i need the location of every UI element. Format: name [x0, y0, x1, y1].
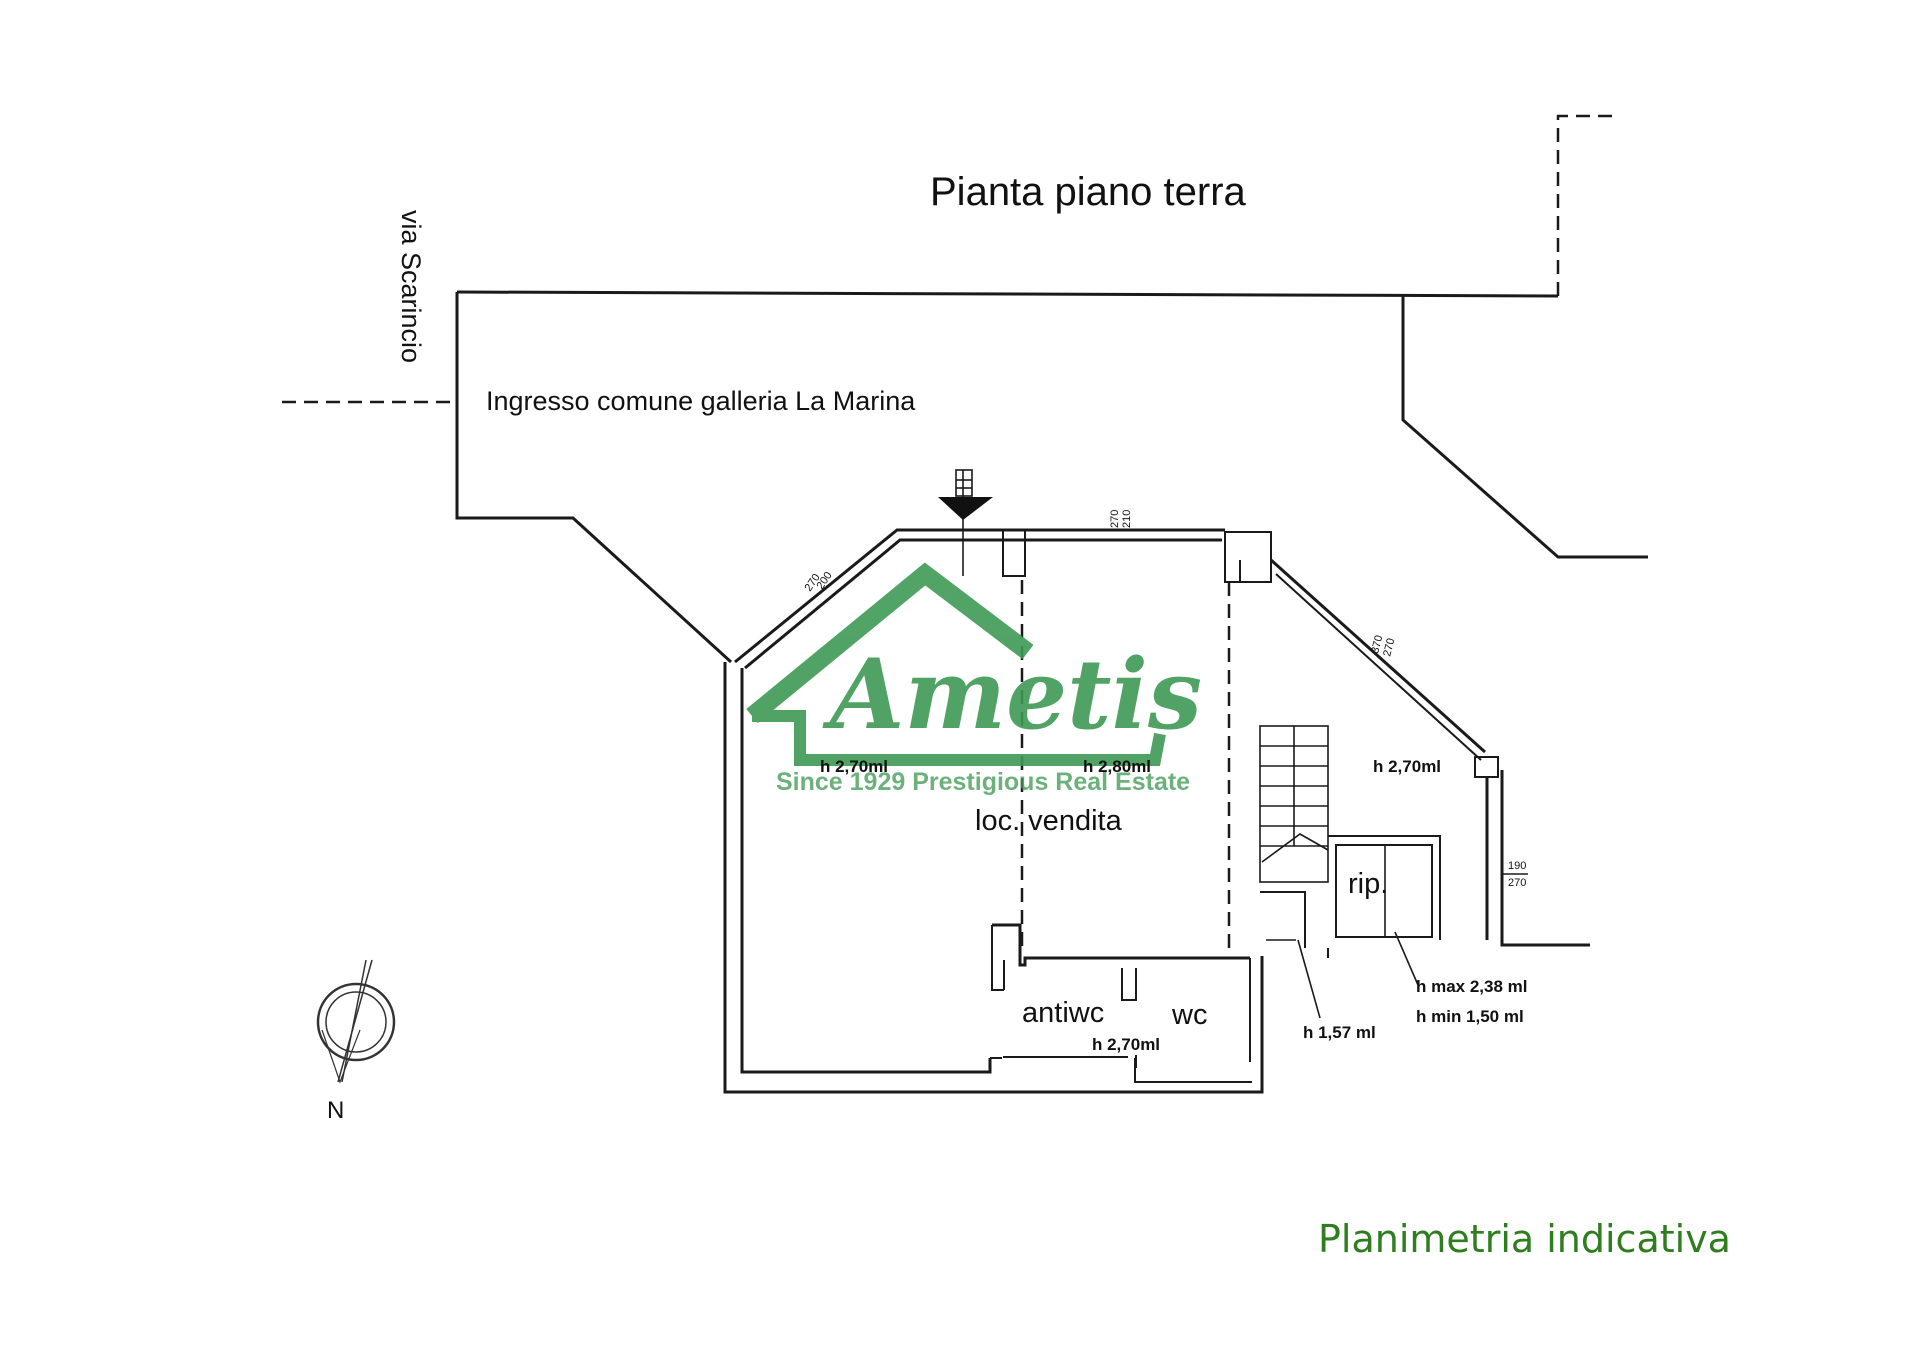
gallery-outline	[282, 114, 1648, 664]
room-sales: loc. vendita	[975, 805, 1123, 837]
opening-diag-b: 270	[1381, 637, 1397, 658]
opening-left-b: 270	[803, 572, 823, 594]
watermark-brand: Ametis	[822, 638, 1202, 751]
height-storage-min: h min 1,50 ml	[1416, 1007, 1524, 1026]
plan-title: Pianta piano terra	[930, 170, 1247, 214]
opening-top-a: 210	[1121, 510, 1133, 528]
opening-side-b: 270	[1508, 877, 1526, 889]
entrance-arrow-icon	[938, 469, 993, 576]
room-antiwc: antiwc	[1022, 997, 1104, 1029]
height-stair: h 1,57 ml	[1303, 1023, 1376, 1042]
north-label: N	[327, 1097, 344, 1124]
height-right: h 2,70ml	[1373, 757, 1441, 776]
height-bath: h 2,70ml	[1092, 1035, 1160, 1054]
unit-walls	[723, 528, 1590, 1094]
storage-room	[1327, 835, 1441, 986]
entrance-label: Ingresso comune galleria La Marina	[486, 386, 916, 416]
ametis-watermark-logo: Ametis Since 1929 Prestigious Real Estat…	[746, 562, 1202, 796]
height-center: h 2,80ml	[1083, 757, 1151, 776]
staircase	[1259, 725, 1329, 1019]
north-arrow-icon	[316, 959, 396, 1084]
street-label: via Scarincio	[396, 210, 426, 363]
opening-top-b: 270	[1109, 510, 1121, 528]
opening-side-a: 190	[1508, 860, 1526, 872]
room-storage: rip.	[1348, 868, 1388, 900]
footer-caption: Planimetria indicativa	[1318, 1217, 1731, 1261]
watermark-tagline: Since 1929 Prestigious Real Estate	[776, 768, 1190, 796]
height-left: h 2,70ml	[820, 757, 888, 776]
opening-diag-a: 370	[1369, 634, 1385, 655]
height-storage-max: h max 2,38 ml	[1416, 977, 1528, 996]
room-wc: wc	[1171, 999, 1207, 1031]
